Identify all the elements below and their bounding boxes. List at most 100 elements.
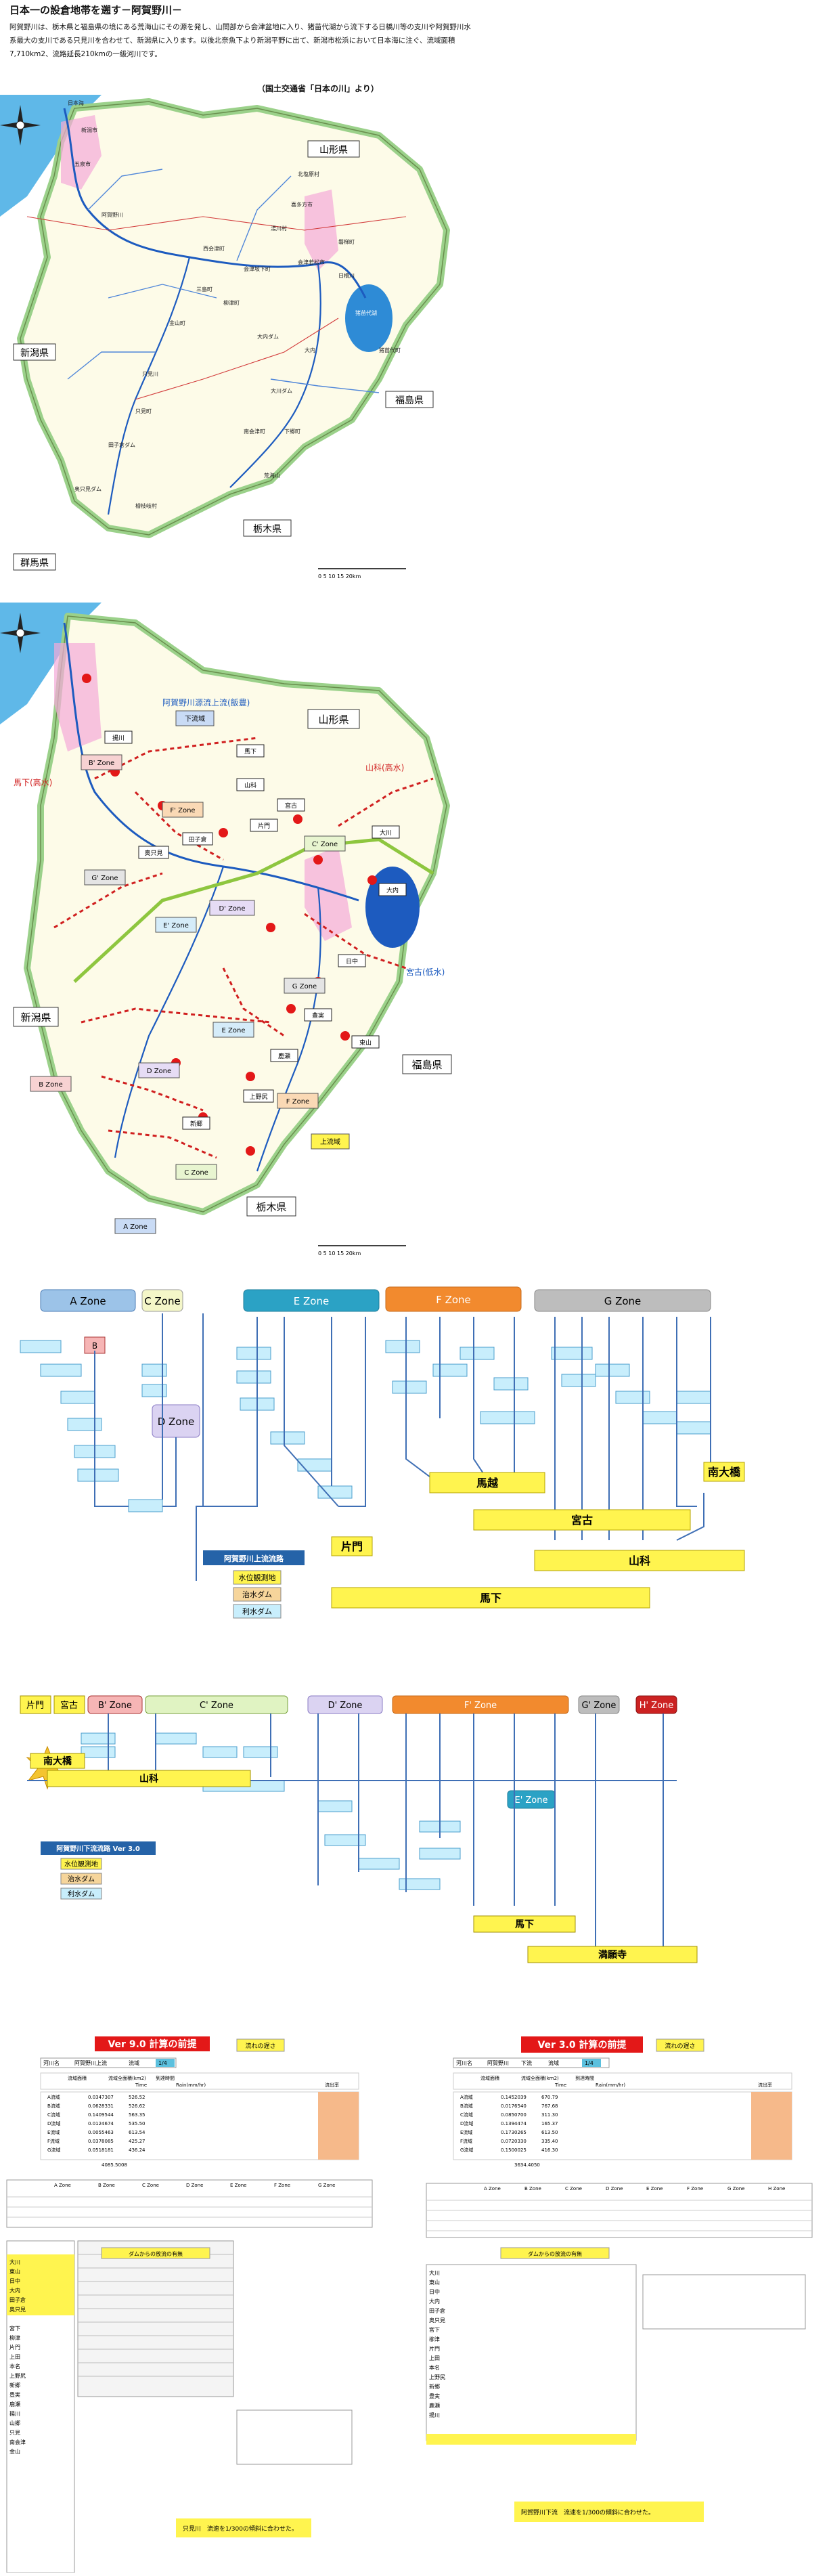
svg-text:D' Zone: D' Zone: [328, 1701, 363, 1711]
dam-table: 大川 東山 日中 大内 田子倉 奥只見 宮下 柳津 片門 上田 本名 上野尻 新…: [6, 2240, 75, 2573]
place-label: 五泉市: [74, 160, 91, 167]
svg-text:到達時間: 到達時間: [575, 2075, 594, 2081]
svg-text:563.35: 563.35: [129, 2112, 145, 2118]
svg-text:田子倉: 田子倉: [429, 2307, 445, 2314]
svg-text:613.50: 613.50: [541, 2130, 558, 2135]
svg-text:B: B: [92, 1341, 97, 1351]
svg-text:B Zone: B Zone: [98, 2183, 115, 2188]
svg-text:F Zone: F Zone: [687, 2186, 703, 2191]
svg-text:G Zone: G Zone: [292, 983, 317, 990]
svg-text:B Zone: B Zone: [39, 1081, 63, 1089]
svg-text:馬下: 馬下: [244, 748, 256, 756]
svg-text:宮古: 宮古: [60, 1700, 78, 1711]
svg-text:山形県: 山形県: [319, 145, 348, 156]
svg-text:豊実: 豊実: [312, 1011, 324, 1020]
svg-text:福島県: 福島県: [411, 1059, 442, 1071]
place-label: 湯川村: [271, 225, 287, 232]
svg-text:G流域: G流域: [460, 2147, 473, 2153]
svg-text:本名: 本名: [429, 2364, 440, 2371]
water-level-label: 山科(高水): [365, 762, 404, 772]
svg-text:G Zone: G Zone: [727, 2186, 744, 2191]
svg-text:水位観測地: 水位観測地: [64, 1860, 98, 1869]
svg-text:G Zone: G Zone: [604, 1295, 642, 1307]
svg-text:D' Zone: D' Zone: [219, 905, 245, 913]
svg-text:0 5 10 15 20km: 0 5 10 15 20km: [318, 573, 361, 580]
svg-text:新潟県: 新潟県: [20, 1011, 51, 1024]
dam-table: 大川 東山 日中 大内 田子倉 奥只見 宮下 柳津 片門 上田 本名 上野尻 新…: [426, 2264, 637, 2445]
place-label: 田子倉ダム: [108, 441, 135, 448]
place-label: 下郷町: [284, 429, 300, 435]
svg-text:D Zone: D Zone: [606, 2186, 623, 2191]
svg-text:治水ダム: 治水ダム: [68, 1875, 95, 1883]
intro-text: 阿賀野川は、栃木県と福島県の境にある荒海山にその源を発し、山間部から会津盆地に入…: [9, 23, 471, 58]
note-bg: [514, 2502, 704, 2522]
badge-label: 流れの遅さ: [245, 2042, 275, 2050]
svg-text:C Zone: C Zone: [144, 1295, 180, 1307]
svg-text:C流域: C流域: [47, 2112, 60, 2118]
svg-text:A流域: A流域: [460, 2094, 473, 2100]
svg-text:柳津: 柳津: [429, 2336, 440, 2342]
svg-text:新郷: 新郷: [190, 1120, 202, 1128]
svg-text:F Zone: F Zone: [286, 1098, 309, 1106]
sheet-title: Ver 3.0 計算の前提: [537, 2039, 627, 2051]
svg-text:E Zone: E Zone: [222, 1027, 246, 1034]
diagram1-stations: 馬越 宮古 山科 片門 馬下 南大橋: [331, 1462, 745, 1609]
svg-text:0.1730265: 0.1730265: [501, 2130, 526, 2135]
svg-text:奥只見: 奥只見: [429, 2317, 445, 2323]
basin-border: [20, 101, 447, 536]
place-label: 檜枝岐村: [135, 502, 157, 509]
svg-text:鹿瀬: 鹿瀬: [278, 1052, 290, 1060]
svg-text:0.0378085: 0.0378085: [88, 2139, 114, 2144]
diagram2-zone-headers: 片門 宮古 B' Zone C' Zone D' Zone F' Zone G'…: [20, 1695, 677, 1809]
svg-text:G流域: G流域: [47, 2147, 60, 2153]
tadami-river: [114, 866, 225, 1158]
svg-text:4085.5008: 4085.5008: [102, 2162, 127, 2168]
svg-text:Time: Time: [554, 2082, 566, 2088]
svg-text:日中: 日中: [346, 957, 358, 965]
svg-text:0.0628331: 0.0628331: [88, 2103, 114, 2109]
svg-text:大内: 大内: [429, 2298, 440, 2305]
place-label: 大内: [305, 347, 315, 353]
svg-text:D Zone: D Zone: [186, 2183, 203, 2188]
urban-area: [61, 115, 102, 190]
svg-text:到達時間: 到達時間: [156, 2075, 175, 2081]
flow-diagram-lower: 片門 宮古 B' Zone C' Zone D' Zone F' Zone G'…: [20, 1695, 698, 1963]
svg-text:B流域: B流域: [460, 2103, 473, 2109]
flow-diagram-upper: A Zone C Zone D Zone E Zone F Zone G Zon…: [20, 1286, 745, 1619]
svg-text:B流域: B流域: [47, 2103, 60, 2109]
place-label: 西会津町: [203, 245, 225, 252]
sheet-header-row: 河川名 阿賀野川上流 流域 1/4: [40, 2057, 177, 2068]
calc-sheet-right: Ver 3.0 計算の前提 流れの遅さ 河川名 阿賀野川 下流 流域 1/4 流…: [426, 2036, 813, 2522]
svg-text:宮古: 宮古: [285, 802, 297, 810]
svg-text:豊実: 豊実: [429, 2393, 440, 2399]
svg-text:東山: 東山: [429, 2279, 440, 2286]
diagram2-legend: 阿賀野川下流流路 Ver 3.0 水位観測地 治水ダム 利水ダム: [41, 1841, 156, 1900]
diagram1-dam-boxes: [20, 1340, 711, 1512]
svg-text:F Zone: F Zone: [436, 1294, 471, 1306]
svg-text:0.0176540: 0.0176540: [501, 2103, 526, 2109]
svg-text:片門: 片門: [341, 1540, 363, 1553]
svg-text:片門: 片門: [429, 2345, 440, 2352]
place-label: 只見川: [142, 371, 158, 377]
svg-text:1/4: 1/4: [158, 2060, 167, 2066]
svg-text:本名: 本名: [9, 2363, 20, 2370]
svg-text:福島県: 福島県: [395, 395, 424, 406]
svg-text:G' Zone: G' Zone: [91, 875, 118, 882]
sheet-col-heads: 流域面積 流域全面積(km2) 到達時間 Time Rain(mm/hr) 流出…: [40, 2072, 359, 2090]
summary-table: [236, 2409, 353, 2465]
place-label: 荒海山: [264, 472, 280, 479]
svg-text:栃木県: 栃木県: [253, 524, 282, 535]
water-level-label: 阿賀野川源流上流(飯豊): [162, 697, 250, 707]
svg-text:A Zone: A Zone: [123, 1223, 147, 1231]
svg-text:F流域: F流域: [47, 2138, 60, 2144]
svg-text:南大橋: 南大橋: [708, 1466, 741, 1479]
place-label: 大川ダム: [271, 387, 292, 394]
place-label: 三島町: [196, 286, 212, 292]
svg-text:425.27: 425.27: [129, 2139, 145, 2144]
svg-text:526.52: 526.52: [129, 2095, 145, 2100]
pref-label-fukushima: 福島県: [385, 391, 434, 408]
svg-text:新潟県: 新潟県: [20, 348, 49, 359]
svg-text:165.37: 165.37: [541, 2121, 558, 2126]
svg-text:鹿瀬: 鹿瀬: [9, 2401, 20, 2407]
